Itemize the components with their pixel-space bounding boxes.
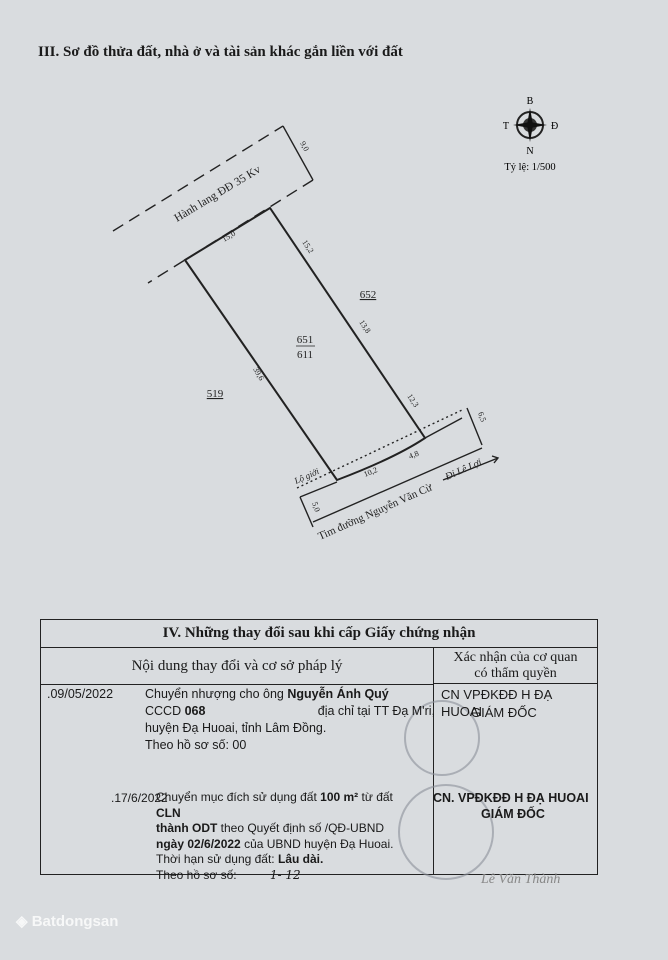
compass-icon: B N T Đ <box>503 96 558 157</box>
entry-2-decision-date: ngày 02/6/2022 <box>156 836 241 851</box>
entry-1-id: 068 <box>184 704 206 718</box>
watermark-logo: ◈ Batdongsan <box>16 912 118 930</box>
entry-2-text-b: từ đất <box>358 790 393 804</box>
dim-road-left: 5,0 <box>310 501 322 513</box>
column-header-confirmation: Xác nhận của cơ quan có thẩm quyền <box>434 648 597 684</box>
entry-2-role: GIÁM ĐỐC <box>481 807 545 821</box>
entry-1-district: huyện Đạ Huoai, tỉnh Lâm Đồng. <box>145 721 327 735</box>
land-parcel-diagram: B N T Đ Tỷ lệ: 1/500 Hành lang ĐĐ 35 Kv … <box>112 96 558 543</box>
section-3-title: III. Sơ đồ thửa đất, nhà ở và tài sản kh… <box>38 44 403 60</box>
watermark-text: Batdongsan <box>31 913 119 930</box>
boundary-dotted-line <box>296 409 463 489</box>
dim-bottom-2: 4,8 <box>407 449 420 461</box>
section-4-title: IV. Những thay đổi sau khi cấp Giấy chứn… <box>41 620 597 648</box>
header-line-2: có thẩm quyền <box>474 666 557 681</box>
dim-right-1: 15,2 <box>300 238 315 255</box>
parcel-number: 651 <box>297 334 314 346</box>
parcel-boundary <box>183 206 427 482</box>
road-centerline <box>312 447 483 523</box>
entry-1-text: Chuyển nhượng cho ông <box>145 687 288 701</box>
neighbor-parcel-519: 519 <box>207 388 224 400</box>
entry-1-id-label: CCCD <box>145 704 185 718</box>
entry-2-file-no-handwritten: 1- 12 <box>269 867 301 882</box>
dim-bottom-1: 10,2 <box>362 465 378 479</box>
road-edge-top <box>299 417 463 498</box>
corridor-label: Hành lang ĐĐ 35 Kv <box>172 163 263 224</box>
entry-2-text: Chuyển mục đích sử dụng đất <box>156 790 321 804</box>
dim-corridor: 9,0 <box>298 140 311 153</box>
corridor-width-line <box>282 125 314 181</box>
entry-2-file-label: Theo hồ sơ số: <box>156 867 237 882</box>
header-line-1: Xác nhận của cơ quan <box>453 650 578 665</box>
column-header-content: Nội dung thay đổi và cơ sở pháp lý <box>41 648 433 685</box>
official-stamp-1 <box>404 700 480 776</box>
neighbor-parcel-652: 652 <box>360 289 377 301</box>
compass-north: B <box>527 96 534 107</box>
compass-south: N <box>526 146 533 157</box>
parcel-area: 611 <box>297 349 313 361</box>
dim-right-3: 12,3 <box>405 392 420 409</box>
entry-2-to-type: thành ODT <box>156 821 218 835</box>
entry-1-office: CN VPĐKĐĐ H ĐẠ HUOAI <box>441 687 553 719</box>
entry-2-decision: theo Quyết định số /QĐ-UBND <box>217 821 385 835</box>
road-label: Tim đường Nguyễn Văn Cừ <box>316 481 435 543</box>
entry-2-from-type: CLN <box>156 805 181 820</box>
entry-1-date: .09/05/2022 <box>47 687 114 701</box>
entry-2-term-label: Thời hạn sử dụng đất: <box>156 852 278 866</box>
compass-west: T <box>503 121 509 132</box>
direction-arrow-icon <box>442 455 500 481</box>
entry-2-term: Lâu dài. <box>277 852 324 866</box>
entry-1-name: Nguyễn Ánh Quý <box>287 687 389 701</box>
dim-road-right: 6,5 <box>476 411 488 423</box>
entry-1-role: GIÁM ĐỐC <box>471 705 537 720</box>
entry-1-address: địa chỉ tại TT Đạ M'ri, <box>317 704 435 718</box>
entry-2-area: 100 m² <box>320 790 359 804</box>
road-width-markers <box>299 407 483 528</box>
signer-name: Lê Văn Thành <box>481 872 561 887</box>
compass-east: Đ <box>551 121 558 132</box>
entry-2-office: CN. VPĐKĐĐ H ĐẠ HUOAI <box>433 791 589 805</box>
changes-table: IV. Những thay đổi sau khi cấp Giấy chứn… <box>40 619 598 887</box>
watermark-icon: ◈ <box>16 913 28 930</box>
entry-2-date: .17/6/2022 <box>111 791 168 805</box>
corridor-line-top <box>112 125 284 232</box>
entry-1-file-no: Theo hồ sơ số: 00 <box>145 738 247 752</box>
entry-1-content: Chuyển nhượng cho ông Nguyễn Ánh Quý CCC… <box>145 686 435 754</box>
direction-label: Đi Lê Lợi <box>443 457 484 483</box>
dim-left: 39,6 <box>251 366 266 383</box>
entry-2-issuer: của UBND huyện Đạ Huoai. <box>240 836 394 851</box>
dim-top: 15,0 <box>220 229 237 244</box>
entry-2-content: Chuyển mục đích sử dụng đất 100 m² từ đấ… <box>156 790 416 883</box>
official-stamp-2 <box>398 784 494 880</box>
dim-right-2: 13,8 <box>357 318 372 335</box>
scale-label: Tỷ lệ: 1/500 <box>504 162 555 173</box>
